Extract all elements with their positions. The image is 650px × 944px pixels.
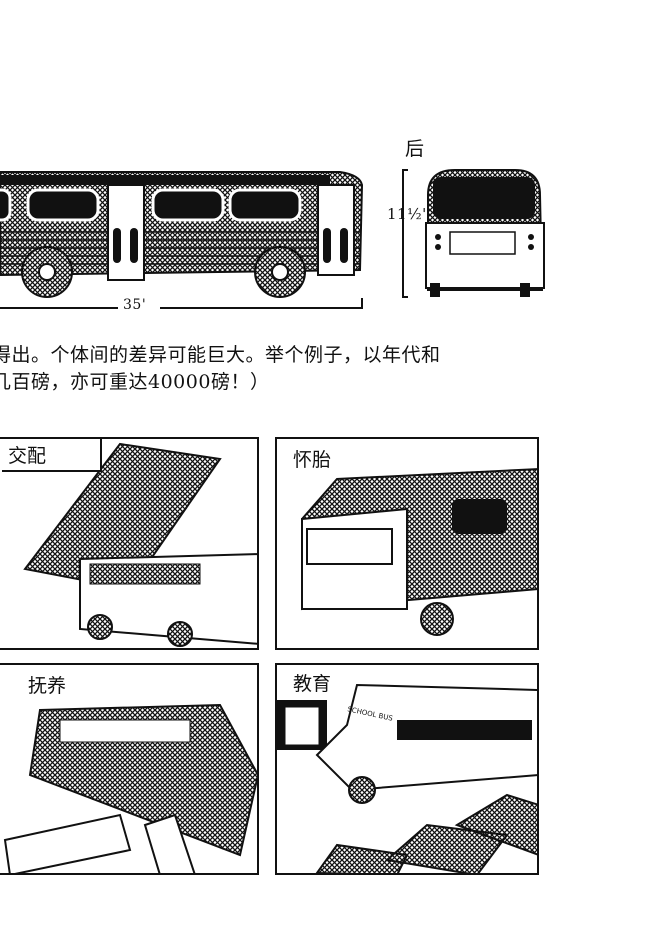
height-label: 11½' xyxy=(387,205,427,223)
panel-mating: 交配 xyxy=(0,437,259,650)
panel-label-education: 教育 xyxy=(287,667,338,698)
panel-pregnancy: 怀胎 xyxy=(275,437,539,650)
length-label: 35' xyxy=(123,297,147,313)
body-text-line-1: 得出。个体间的差异可能巨大。举个例子，以年代和 xyxy=(0,344,441,366)
bus-side-view xyxy=(0,171,364,309)
body-text-line-2: 几百磅，亦可重达40000磅！） xyxy=(0,371,270,393)
bus-nursing-illustration xyxy=(3,703,257,873)
school-bus-classroom-illustration xyxy=(277,683,537,873)
panel-education: 教育 SCHOOL BUS xyxy=(275,663,539,875)
panel-label-mating: 交配 xyxy=(2,439,102,472)
pregnant-bus-illustration xyxy=(301,468,537,636)
bus-rear-view xyxy=(402,169,545,298)
panel-label-pregnancy: 怀胎 xyxy=(287,443,338,474)
rear-label: 后 xyxy=(405,138,425,160)
panel-label-nursing: 抚养 xyxy=(22,669,73,700)
buses-mating-illustration xyxy=(23,442,257,647)
panel-nursing: 抚养 xyxy=(0,663,259,875)
